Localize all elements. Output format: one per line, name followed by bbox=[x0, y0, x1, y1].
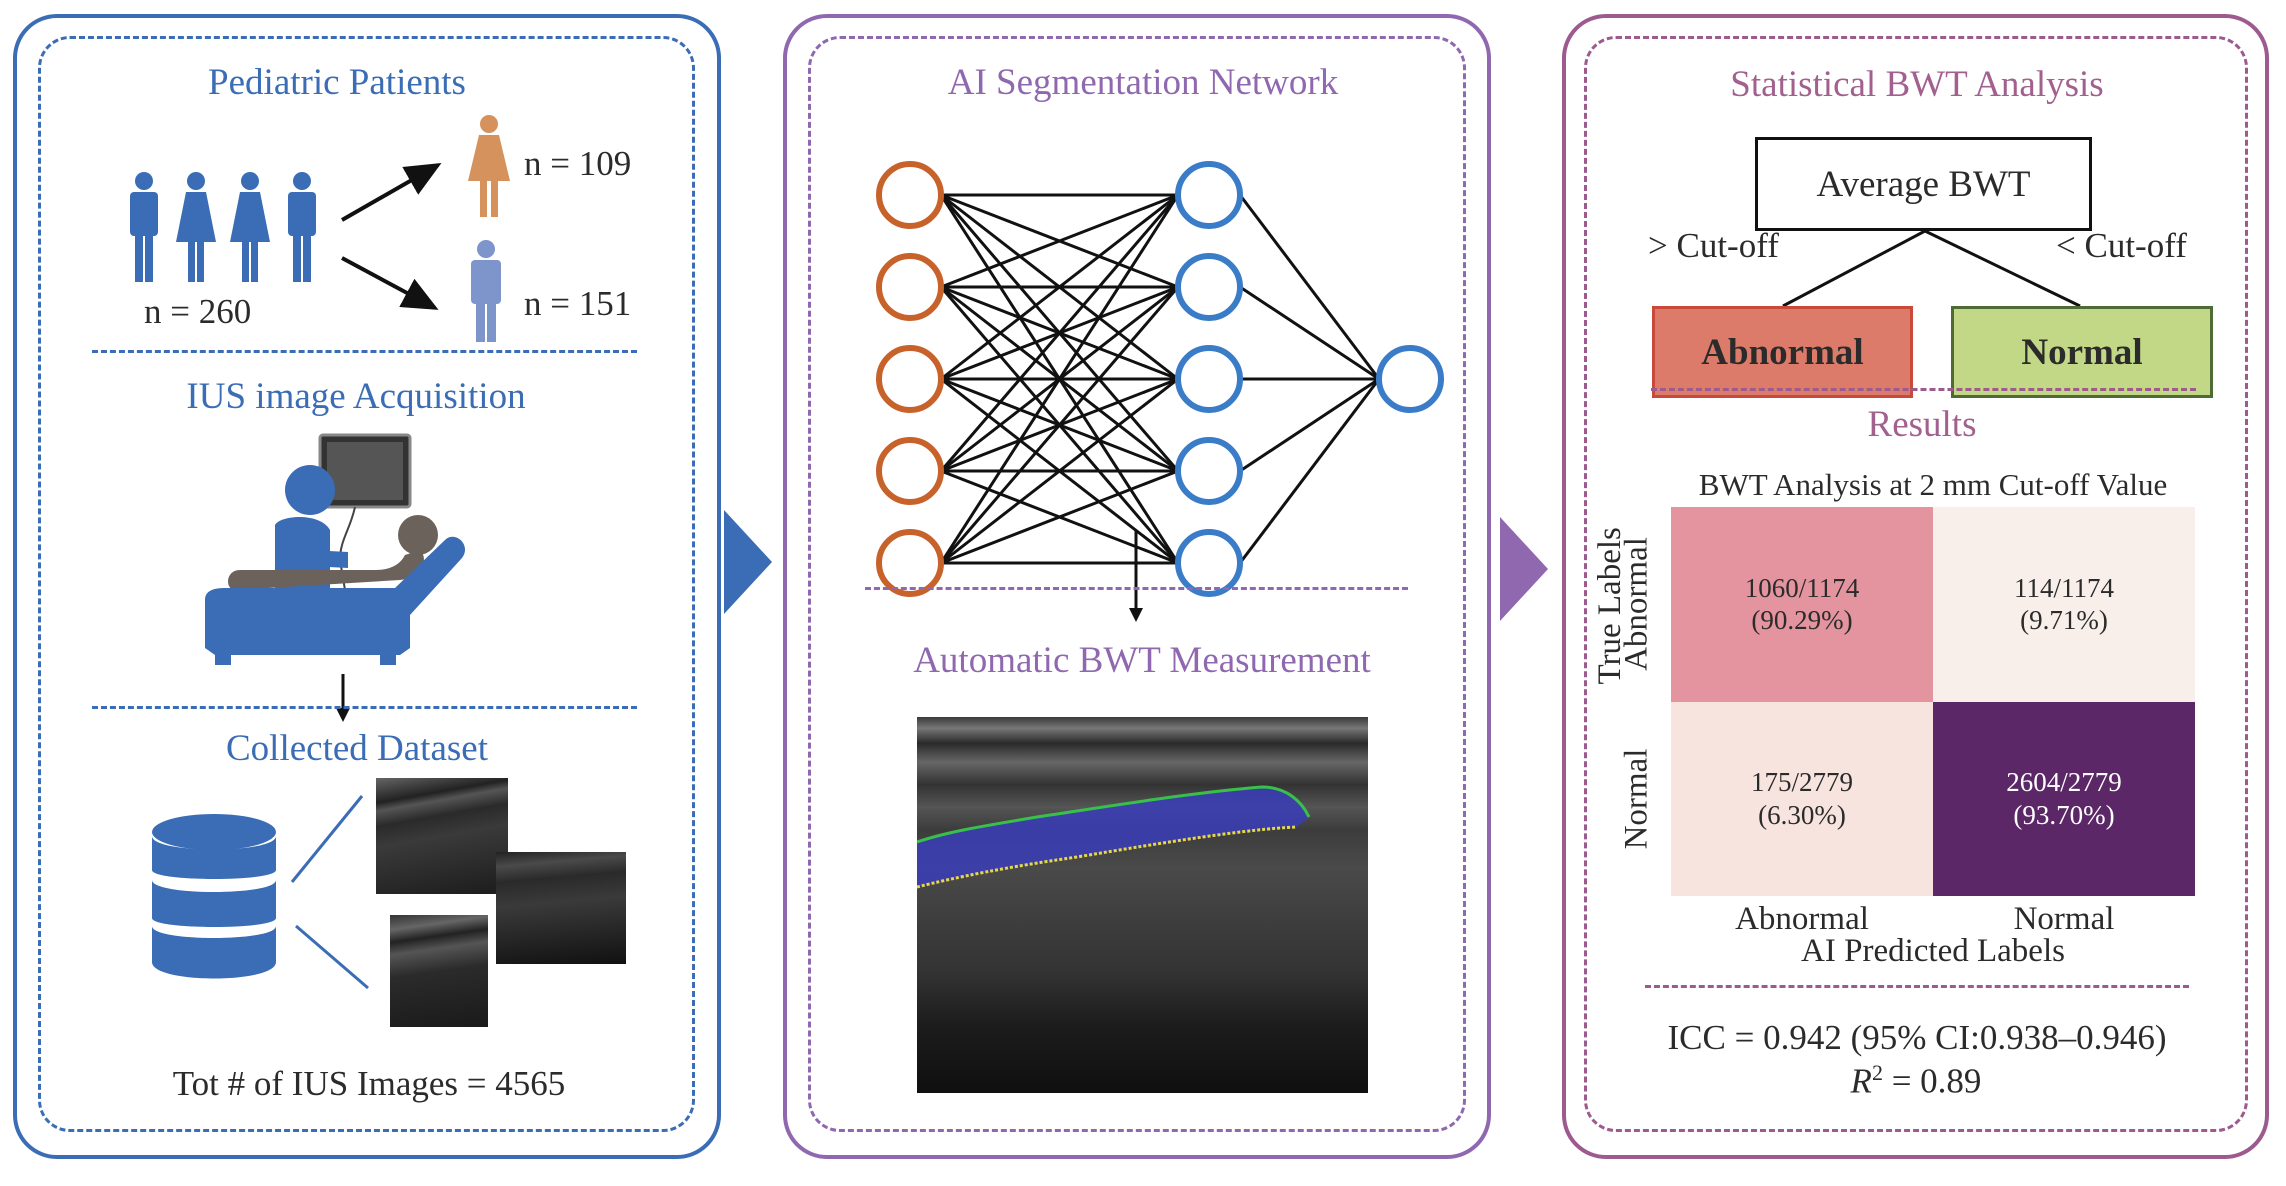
tree-leaf-abnormal-label: Abnormal bbox=[1701, 331, 1864, 373]
total-images-label: Tot # of IUS Images = 4565 bbox=[172, 1064, 566, 1103]
section-divider bbox=[92, 706, 637, 709]
dataset-connector-lines bbox=[290, 795, 369, 990]
heatmap-cell-percent: (90.29%) bbox=[1751, 605, 1853, 636]
network-edge bbox=[940, 469, 1179, 565]
hidden-node bbox=[1175, 161, 1243, 229]
r-squared-value: = 0.89 bbox=[1882, 1061, 1982, 1101]
flow-arrow-icon bbox=[1500, 517, 1548, 621]
person-female-icon bbox=[176, 172, 216, 282]
r-squared-exponent: 2 bbox=[1871, 1060, 1883, 1085]
section-divider bbox=[865, 587, 1408, 590]
person-male-icon bbox=[288, 172, 316, 282]
heatmap-cell-count: 114/1174 bbox=[2014, 572, 2114, 603]
female-patient-icon bbox=[468, 115, 510, 217]
bowel-wall-segmentation-overlay bbox=[917, 785, 1311, 889]
input-node bbox=[876, 437, 944, 505]
statistical-analysis-title: Statistical BWT Analysis bbox=[1730, 64, 2104, 105]
icc-statistic: ICC = 0.942 (95% CI:0.938–0.946) bbox=[1667, 1018, 2167, 1057]
heatmap-cell-percent: (6.30%) bbox=[1758, 799, 1846, 830]
heatmap-ytick-label: Abnormal bbox=[1618, 537, 1655, 672]
network-edge bbox=[940, 193, 1179, 381]
heatmap-cell: 114/1174(9.71%) bbox=[1933, 507, 2195, 702]
segmented-ultrasound-image bbox=[917, 717, 1368, 1093]
down-arrow-icon bbox=[1129, 530, 1143, 622]
hidden-node bbox=[1175, 529, 1243, 597]
panel-statistical-analysis-inner bbox=[1584, 36, 2248, 1132]
panel-ai-segmentation-inner bbox=[808, 36, 1466, 1132]
input-node bbox=[876, 345, 944, 413]
network-edge bbox=[939, 286, 1180, 564]
section-divider bbox=[1651, 388, 2196, 391]
tree-leaf-normal: Normal bbox=[1951, 306, 2213, 398]
section-divider bbox=[1645, 985, 2189, 988]
person-female-icon bbox=[230, 172, 270, 282]
ultrasound-sample-image-1 bbox=[376, 778, 508, 894]
heatmap-title: BWT Analysis at 2 mm Cut-off Value bbox=[1698, 467, 2168, 502]
acquisition-title: IUS image Acquisition bbox=[186, 376, 526, 417]
tree-root-average-bwt: Average BWT bbox=[1755, 137, 2092, 231]
pediatric-patients-title: Pediatric Patients bbox=[208, 62, 466, 103]
tree-root-label: Average BWT bbox=[1816, 163, 2031, 205]
arrow-to-female bbox=[341, 163, 442, 222]
panel-data-collection-inner bbox=[38, 36, 695, 1132]
results-title: Results bbox=[1867, 404, 1977, 445]
heatmap-cell-percent: (9.71%) bbox=[2020, 605, 2108, 636]
network-edges bbox=[939, 193, 1381, 565]
flow-arrow-icon bbox=[724, 510, 772, 614]
ultrasound-sample-image-2 bbox=[496, 852, 626, 964]
male-count-label: n = 151 bbox=[524, 284, 632, 323]
heatmap-cell: 175/2779(6.30%) bbox=[1671, 701, 1933, 896]
patients-group-icon bbox=[130, 172, 316, 282]
heatmap-cell-count: 2604/2779 bbox=[2006, 767, 2122, 798]
ultrasound-sample-image-3 bbox=[390, 915, 488, 1027]
network-edge bbox=[940, 193, 1179, 289]
r-squared-statistic: R2 = 0.89 bbox=[1851, 1062, 1982, 1099]
input-node bbox=[876, 253, 944, 321]
network-edge bbox=[1239, 285, 1380, 381]
hidden-node bbox=[1175, 345, 1243, 413]
heatmap-xlabel: AI Predicted Labels bbox=[1801, 933, 2065, 969]
greater-than-cutoff-label: > Cut-off bbox=[1648, 226, 1779, 265]
network-edge bbox=[1238, 194, 1381, 380]
output-node bbox=[1376, 345, 1444, 413]
input-node bbox=[876, 529, 944, 597]
network-edge bbox=[1239, 377, 1380, 473]
heatmap-ytick-label: Normal bbox=[1618, 748, 1655, 850]
heatmap-cell-count: 1060/1174 bbox=[1744, 572, 1860, 603]
heatmap-xtick-label: Abnormal bbox=[1735, 901, 1869, 937]
female-count-label: n = 109 bbox=[524, 144, 632, 183]
panel-statistical-analysis bbox=[1562, 14, 2269, 1159]
heatmap-xtick-label: Normal bbox=[2013, 901, 2115, 937]
ultrasound-exam-icon bbox=[205, 433, 466, 665]
heatmap-cell-count: 175/2779 bbox=[1750, 767, 1853, 798]
network-edge bbox=[940, 377, 1179, 565]
database-icon bbox=[152, 814, 276, 979]
ai-network-title: AI Segmentation Network bbox=[947, 62, 1339, 103]
collected-dataset-title: Collected Dataset bbox=[226, 728, 488, 769]
less-than-cutoff-label: < Cut-off bbox=[2056, 226, 2187, 265]
person-male-icon bbox=[130, 172, 158, 282]
r-squared-symbol: R bbox=[1850, 1061, 1872, 1101]
panel-ai-segmentation bbox=[783, 14, 1491, 1159]
network-edge bbox=[939, 194, 1180, 564]
bwt-measurement-title: Automatic BWT Measurement bbox=[913, 640, 1371, 681]
total-patients-label: n = 260 bbox=[144, 292, 252, 331]
heatmap-cell-percent: (93.70%) bbox=[2013, 799, 2115, 830]
hidden-node bbox=[1175, 253, 1243, 321]
tree-leaf-abnormal: Abnormal bbox=[1652, 306, 1913, 398]
tree-leaf-normal-label: Normal bbox=[2021, 331, 2143, 373]
hidden-node bbox=[1175, 437, 1243, 505]
panel-data-collection bbox=[13, 14, 721, 1159]
heatmap-cell: 2604/2779(93.70%) bbox=[1933, 701, 2195, 896]
section-divider bbox=[92, 350, 637, 353]
heatmap-cell: 1060/1174(90.29%) bbox=[1671, 507, 1933, 702]
male-patient-icon bbox=[471, 240, 501, 342]
network-edge bbox=[1238, 378, 1381, 564]
input-node bbox=[876, 161, 944, 229]
network-edge bbox=[939, 194, 1180, 472]
confusion-matrix-heatmap: 1060/1174(90.29%)114/1174(9.71%)175/2779… bbox=[1671, 507, 2195, 896]
arrow-to-male bbox=[341, 256, 439, 310]
